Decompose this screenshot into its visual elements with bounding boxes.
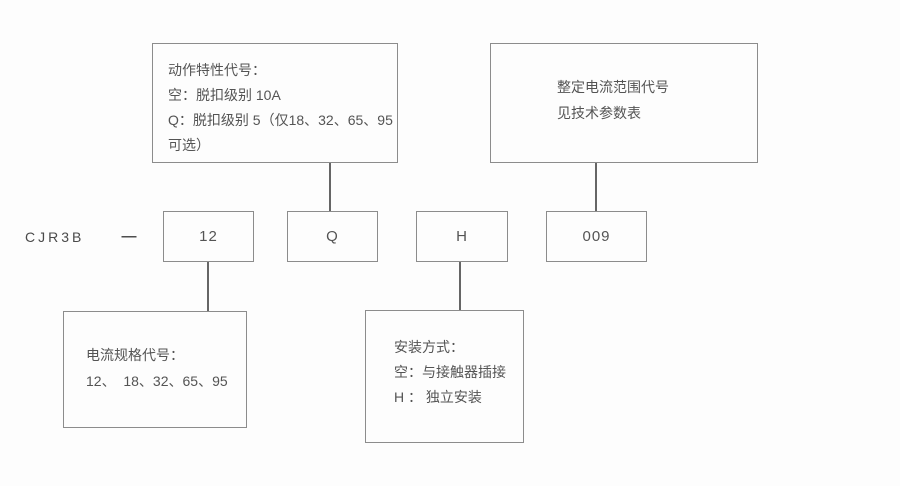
callout-current-range-line: 整定电流范围代号: [557, 79, 669, 95]
connector-line-trip-class: [329, 163, 331, 211]
model-prefix-label: CJR3B: [25, 228, 85, 245]
callout-trip-class: 动作特性代号： 空：脱扣级别 10A Q：脱扣级别 5（仅18、32、65、95…: [152, 43, 398, 163]
callout-trip-class-line: 空：脱扣级别 10A: [168, 87, 281, 103]
connector-line-current-range: [595, 163, 597, 211]
code-box-current-range: 009: [546, 211, 647, 262]
callout-mounting-line: 空：与接触器插接: [394, 364, 506, 380]
connector-line-mounting: [459, 262, 461, 310]
callout-current-spec-line: 12、 18、32、65、95: [86, 373, 228, 389]
code-box-trip-class: Q: [287, 211, 378, 262]
code-box-current-spec: 12: [163, 211, 254, 262]
code-box-mounting: H: [416, 211, 508, 262]
callout-trip-class-line: Q：脱扣级别 5（仅18、32、65、95: [168, 112, 393, 128]
connector-line-current-spec: [207, 262, 209, 311]
callout-mounting-line: H ： 独立安装: [394, 389, 482, 405]
callout-mounting-line: 安装方式：: [394, 339, 464, 355]
callout-current-spec-line: 电流规格代号：: [86, 347, 184, 363]
model-separator-dash: —: [121, 228, 137, 245]
callout-mounting: 安装方式： 空：与接触器插接 H ： 独立安装: [365, 310, 524, 443]
callout-current-range: 整定电流范围代号 见技术参数表: [490, 43, 758, 163]
callout-trip-class-line: 可选）: [168, 137, 210, 153]
callout-current-range-line: 见技术参数表: [557, 105, 641, 121]
callout-trip-class-line: 动作特性代号：: [168, 62, 266, 78]
callout-current-spec: 电流规格代号： 12、 18、32、65、95: [63, 311, 247, 428]
